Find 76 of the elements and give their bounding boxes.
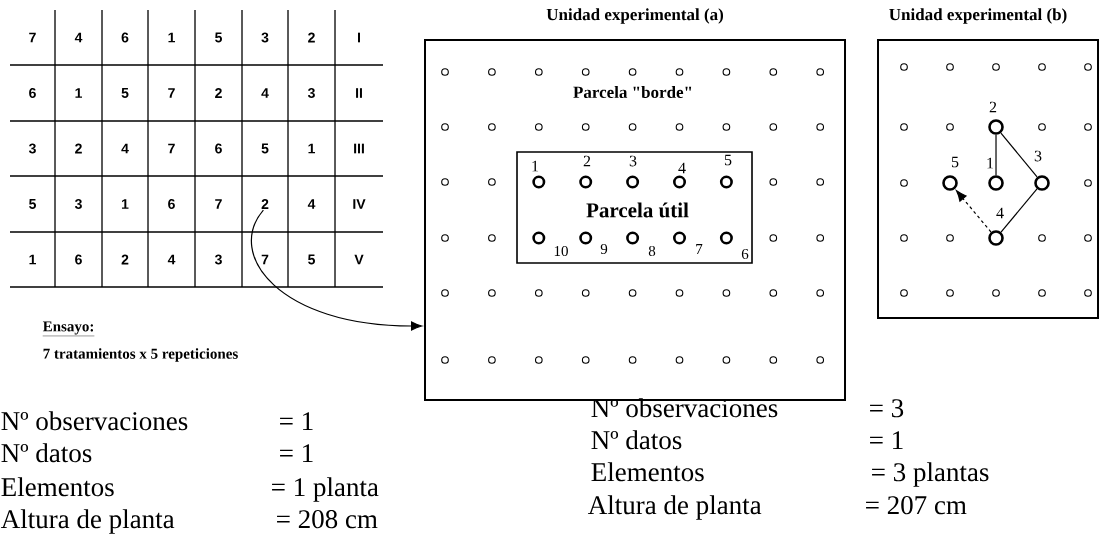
plant-number: 5	[951, 156, 959, 168]
table-cell: 7	[168, 143, 175, 154]
stat-label: Altura de planta	[587, 495, 762, 520]
stat-label: Nº datos	[1, 443, 92, 463]
table-cell: 7	[168, 88, 175, 98]
table-cell: 3	[307, 88, 315, 98]
table-cell: 3	[28, 143, 36, 154]
table-cell: 1	[308, 143, 315, 154]
plant-number: 6	[741, 248, 749, 260]
stat-label: Nº datos	[591, 430, 682, 450]
table-cell: 4	[167, 254, 176, 265]
table-cell: I	[358, 32, 360, 43]
table-cell: 6	[215, 143, 222, 154]
table-cell: 4	[121, 143, 129, 154]
stat-value: = 3	[870, 399, 904, 418]
plant-number: 10	[554, 245, 568, 257]
plant-number: 2	[989, 101, 997, 113]
table-cell: 1	[122, 199, 129, 209]
stat-label: Altura de planta	[0, 509, 175, 534]
node-label: Unidad experimental (a)	[546, 8, 724, 24]
table-cell: II	[356, 88, 362, 98]
plant-number: 3	[629, 155, 637, 167]
table-cell: 1	[29, 254, 36, 265]
plant-number: 8	[648, 245, 656, 257]
stat-value: = 207 cm	[866, 496, 967, 515]
note-text: 7 tratamientos x 5 repeticiones	[43, 348, 238, 362]
table-cell: 7	[215, 199, 222, 209]
table-cell: 1	[75, 88, 82, 98]
table-cell: 2	[261, 199, 269, 209]
table-cell: 5	[261, 143, 269, 154]
table-cell: 4	[261, 88, 269, 98]
table-cell: 4	[307, 199, 316, 209]
table-cell: 6	[168, 199, 175, 209]
table-cell: 2	[308, 32, 315, 43]
table-cell: 6	[75, 254, 82, 265]
table-cell: III	[354, 143, 364, 154]
plant-number: 3	[1034, 150, 1042, 162]
stat-value: = 208 cm	[277, 510, 378, 529]
table-cell: 1	[168, 32, 175, 43]
table-cell: 6	[29, 88, 36, 98]
plant-number: 1	[987, 157, 994, 169]
table-cell: 3	[74, 199, 82, 209]
table-cell: 5	[215, 32, 222, 43]
stat-label: Nº observaciones	[1, 411, 188, 431]
table-cell: V	[354, 254, 364, 265]
table-cell: 7	[261, 254, 269, 265]
plant-number: 7	[696, 244, 703, 254]
arrow	[251, 209, 423, 331]
table-cell: IV	[353, 199, 366, 209]
plant-number: 9	[600, 243, 608, 255]
plant-number: 4	[678, 162, 686, 174]
node-label: Unidad experimental (b)	[889, 8, 1067, 24]
table-cell: 5	[29, 199, 36, 209]
table-cell: 2	[75, 143, 82, 154]
stat-value: = 1	[870, 431, 903, 449]
plant-number: 1	[532, 160, 539, 172]
stat-value: = 1	[280, 412, 313, 430]
table-cell: 3	[261, 32, 269, 43]
table-cell: 5	[308, 254, 315, 265]
plant-number: 5	[724, 154, 732, 166]
table-cell: 5	[121, 88, 129, 98]
table-cell: 2	[121, 254, 129, 265]
table-cell: 7	[29, 32, 36, 43]
stat-value: = 3 plantas	[872, 462, 989, 487]
arrow	[955, 190, 992, 233]
stat-label: Elementos	[1, 477, 114, 497]
table-cell: 3	[214, 254, 222, 265]
stat-label: Elementos	[591, 462, 704, 482]
stat-value: = 1 planta	[272, 477, 379, 502]
table-cell: 6	[121, 32, 129, 43]
heading-text: Ensayo:	[42, 321, 95, 337]
plant-number: 4	[996, 207, 1004, 219]
plant-number: 2	[583, 155, 591, 167]
stat-value: = 1	[280, 444, 313, 462]
table-cell: 4	[74, 32, 83, 43]
table-cell: 2	[215, 88, 222, 98]
